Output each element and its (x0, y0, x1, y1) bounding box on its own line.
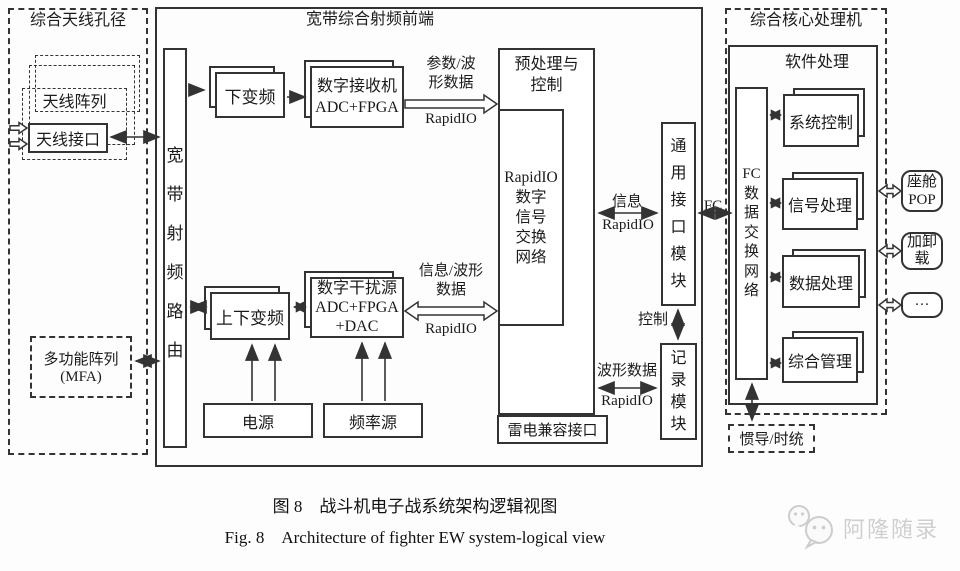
caption-zh: 图 8 战斗机电子战系统架构逻辑视图 (272, 497, 558, 516)
lightning-interface-box: 雷电兼容接口 (497, 415, 608, 444)
mfa-box: 多功能阵列 (MFA) (30, 336, 132, 398)
digital-jammer-box: 数字干扰源 ADC+FPGA +DAC (304, 271, 404, 338)
data-processing-box: 数据处理 (782, 249, 866, 308)
digital-receiver-box: 数字接收机 ADC+FPGA (304, 60, 404, 128)
mfa-label: 多功能阵列 (MFA) (43, 352, 119, 385)
antenna-interface-box: 天线接口 (28, 123, 108, 153)
watermark-label: 阿隆随录 (843, 517, 940, 542)
antenna-aperture-box (8, 8, 148, 455)
general-interface-box: 通 用 接 口 模 块 (661, 122, 696, 306)
power-supply-box: 电源 (203, 403, 313, 438)
param-waveform-label: 参数/波 形数据 (426, 56, 476, 91)
rf-routing-box: 宽 带 射 频 路 由 (163, 48, 187, 448)
rapidio-label-a: RapidIO (425, 111, 477, 127)
ins-timing-box: 惯导/时统 (728, 424, 815, 453)
preprocess-control-label: 预处理与 控制 (514, 56, 579, 94)
integrated-mgmt-box: 综合管理 (782, 331, 864, 383)
fc-label: FC (703, 198, 723, 214)
antenna-array-box-back (35, 55, 140, 112)
rf-frontend-box (155, 7, 703, 467)
cockpit-pop-box: 座舱 POP (901, 170, 943, 212)
core-processor-title: 综合核心处理机 (749, 12, 862, 29)
loader-box: 加卸 载 (901, 232, 943, 270)
info-waveform-label: 信息/波形 数据 (418, 263, 484, 298)
down-converter-box: 下变频 (209, 66, 285, 118)
rapidio-label-d: RapidIO (601, 393, 653, 409)
rapidio-switch-box: RapidIO 数字 信号 交换 网络 (498, 109, 564, 326)
antenna-aperture-title: 综合天线孔径 (29, 12, 126, 29)
control-label: 控制 (637, 312, 668, 328)
updown-converter-box: 上下变频 (204, 286, 290, 340)
signal-processing-box: 信号处理 (782, 172, 864, 230)
fc-switch-box: FC 数 据 交 换 网 络 (735, 87, 768, 380)
system-control-box: 系统控制 (783, 88, 865, 147)
software-processing-box (728, 45, 878, 405)
rf-frontend-title: 宽带综合射频前端 (305, 11, 434, 28)
rapidio-label-c: RapidIO (602, 217, 654, 233)
antenna-array-label: 天线阵列 (42, 94, 107, 111)
record-module-box: 记 录 模 块 (660, 343, 697, 440)
frequency-source-box: 频率源 (323, 403, 423, 438)
waveform-data-label: 波形数据 (596, 363, 657, 379)
info-label: 信息 (611, 194, 642, 210)
more-box: ··· (901, 292, 943, 318)
software-processing-title: 软件处理 (784, 54, 849, 71)
caption-en: Fig. 8 Architecture of fighter EW system… (224, 528, 606, 547)
rapidio-label-b: RapidIO (425, 321, 477, 337)
